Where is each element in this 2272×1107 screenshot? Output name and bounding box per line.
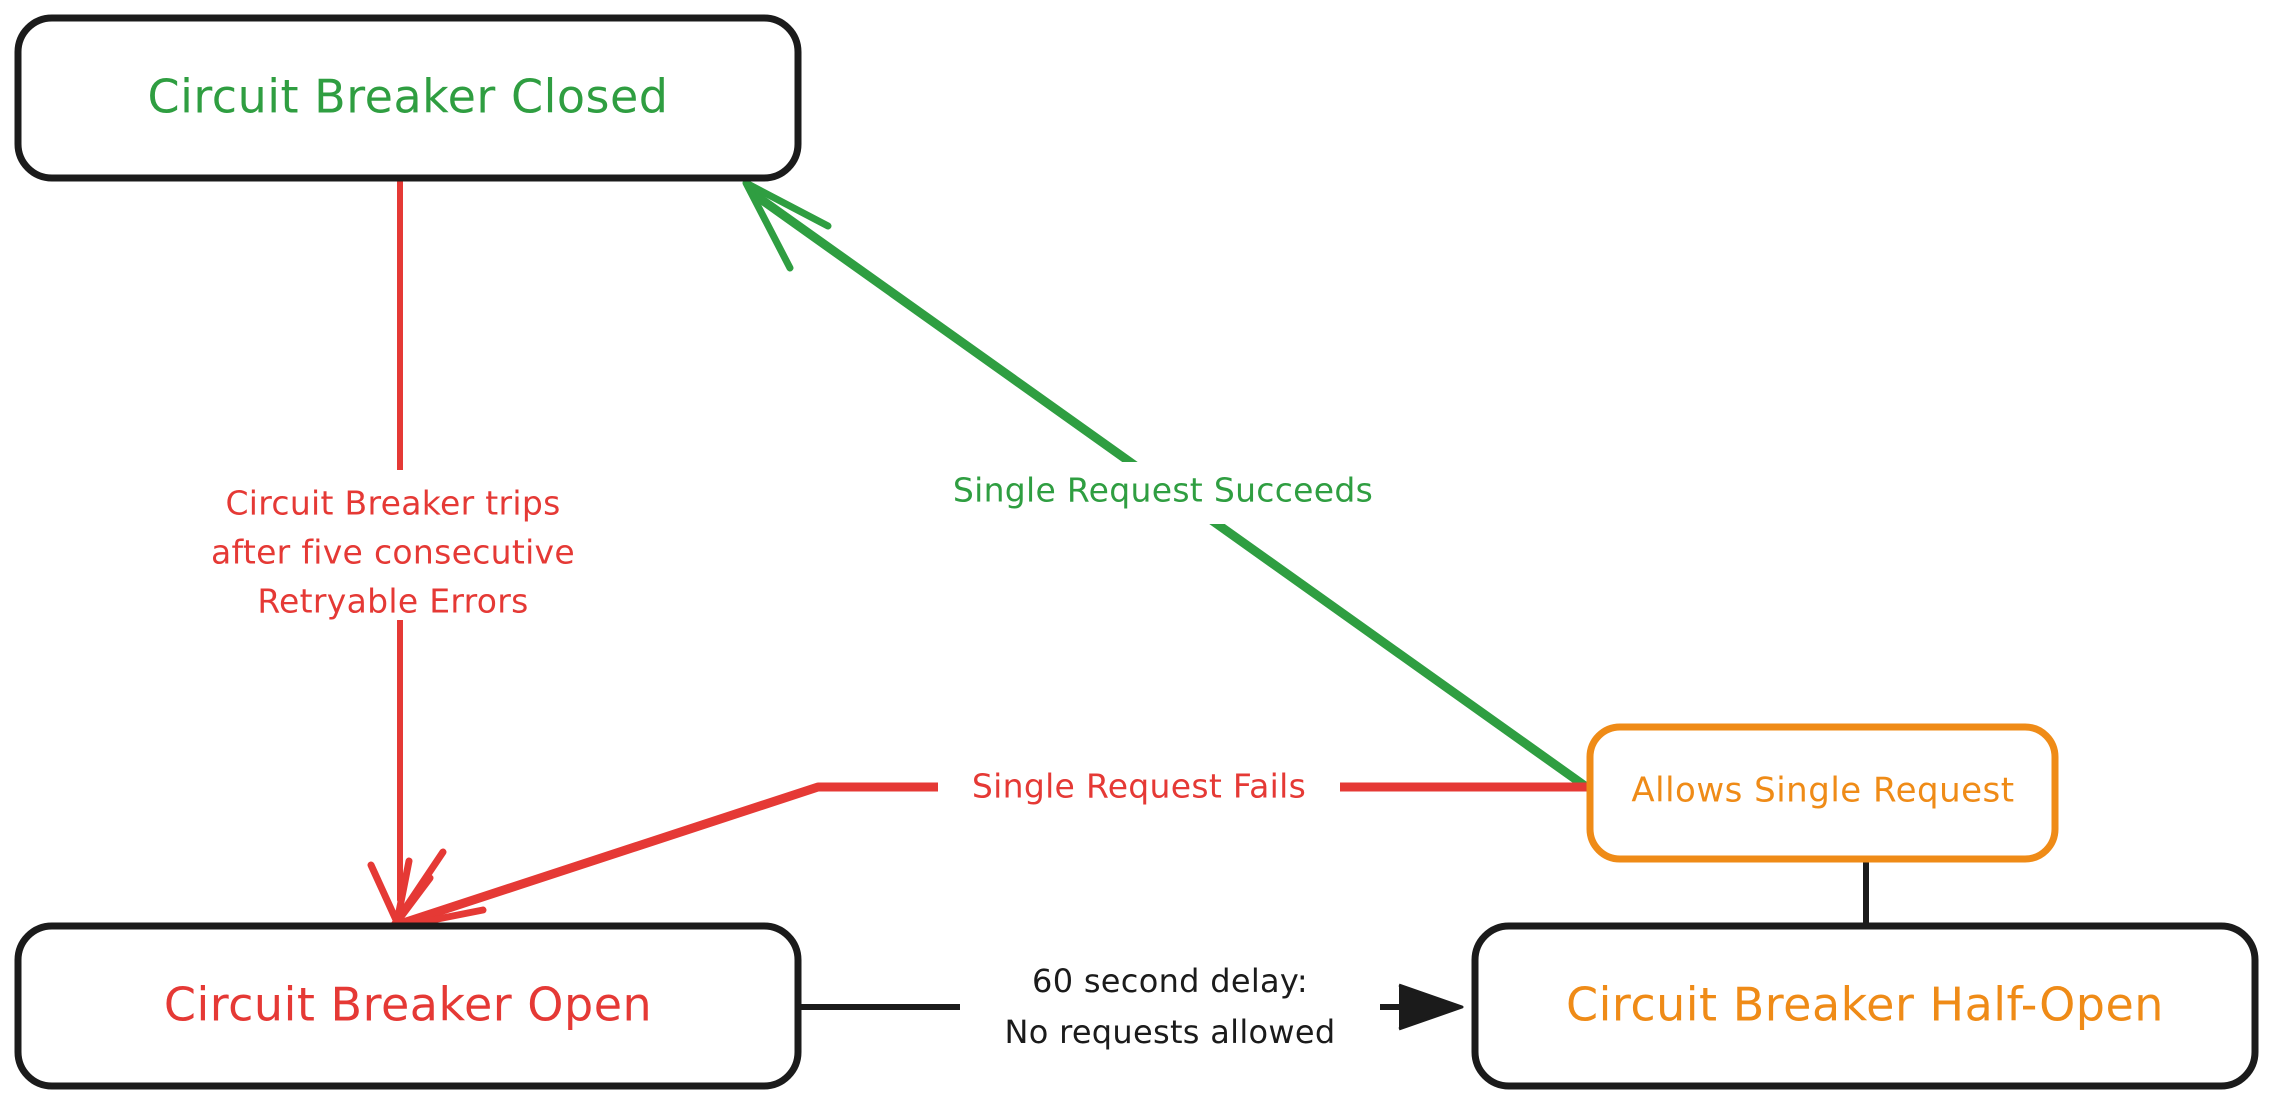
- edge-label-allows-to-open: Single Request Fails: [972, 767, 1306, 806]
- edge-label-line-1: Single Request Succeeds: [953, 471, 1373, 510]
- node-circuit-breaker-closed[interactable]: Circuit Breaker Closed: [14, 14, 802, 182]
- node-circuit-breaker-open[interactable]: Circuit Breaker Open: [14, 922, 802, 1090]
- label-bg-allows-to-closed: [918, 462, 1408, 524]
- edge-label-closed-to-open: Circuit Breaker trips after five consecu…: [211, 484, 575, 621]
- edge-label-line-1: 60 second delay:: [1032, 962, 1308, 1000]
- edge-label-open-to-half-open: 60 second delay: No requests allowed: [1004, 962, 1335, 1051]
- edge-label-line-2: No requests allowed: [1004, 1013, 1335, 1051]
- label-bg-closed-to-open: [168, 470, 608, 620]
- node-allows-border[interactable]: [1586, 723, 2059, 863]
- node-circuit-breaker-half-open[interactable]: Circuit Breaker Half-Open: [1471, 922, 2259, 1090]
- edge-label-line-3: Retryable Errors: [257, 582, 528, 621]
- node-open-label: Circuit Breaker Open: [164, 978, 652, 1032]
- node-open-border[interactable]: [14, 922, 802, 1090]
- edge-label-line-1: Single Request Fails: [972, 767, 1306, 806]
- node-half-open-label: Circuit Breaker Half-Open: [1566, 978, 2164, 1032]
- label-bg-allows-to-open: [938, 760, 1340, 816]
- label-bg-open-to-half-open: [960, 955, 1380, 1065]
- node-closed-border[interactable]: [14, 14, 802, 182]
- edge-label-allows-to-closed: Single Request Succeeds: [953, 471, 1373, 510]
- node-allows-label: Allows Single Request: [1631, 771, 2014, 811]
- node-allows-single-request[interactable]: Allows Single Request: [1586, 723, 2059, 863]
- edge-label-line-1: Circuit Breaker trips: [225, 484, 560, 523]
- node-closed-label: Circuit Breaker Closed: [148, 70, 669, 124]
- node-half-open-border[interactable]: [1471, 922, 2259, 1090]
- edge-label-line-2: after five consecutive: [211, 533, 575, 572]
